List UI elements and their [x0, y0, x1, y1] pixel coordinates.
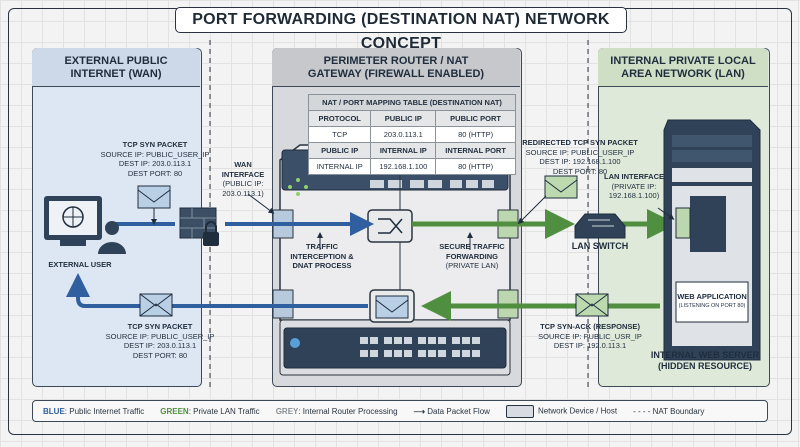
label-line: (PRIVATE LAN): [445, 261, 499, 270]
nat-table-title: NAT / PORT MAPPING TABLE (DESTINATION NA…: [308, 94, 516, 111]
nat-mapping-table: NAT / PORT MAPPING TABLE (DESTINATION NA…: [307, 94, 516, 175]
nat-header-cell: INTERNAL PORT: [435, 142, 516, 159]
arrow-icon: ⟶: [413, 406, 428, 416]
label-title: TCP SYN PACKET: [127, 322, 193, 331]
label-line: 203.0.113.1): [222, 188, 264, 198]
envelope-icon-syn-in: [137, 185, 171, 209]
legend-text: : Private LAN Traffic: [188, 406, 260, 416]
nat-cell: 80 (HTTP): [435, 158, 516, 175]
nat-cell: 203.0.113.1: [370, 126, 437, 143]
legend-flow: ⟶ Data Packet Flow: [414, 407, 490, 416]
label-title: WEB APPLICATION: [677, 292, 747, 301]
computer-icon: [44, 196, 102, 246]
label-title: TCP SYN-ACK (RESPONSE): [540, 322, 640, 331]
legend-boundary: - - - - NAT Boundary: [633, 407, 704, 416]
legend-key: GREEN: [160, 406, 189, 416]
envelope-icon-redirected: [544, 175, 578, 199]
zone-wan-title: EXTERNAL PUBLIC INTERNET (WAN): [64, 55, 168, 80]
label-line: SOURCE IP: PUBLIC_USER_IP: [100, 149, 210, 159]
label-title: WAN INTERFACE: [221, 160, 265, 179]
zone-lan-title: INTERNAL PRIVATE LOCAL AREA NETWORK (LAN…: [610, 55, 756, 80]
label-synack: TCP SYN-ACK (RESPONSE)SOURCE IP: PUBLIC_…: [528, 322, 652, 351]
legend-key: GREY: [275, 406, 299, 416]
label-line: (HIDDEN RESOURCE): [657, 361, 752, 371]
user-icon: [98, 221, 126, 254]
lan-switch-icon: [574, 213, 626, 239]
label-wan-interface: WAN INTERFACE(PUBLIC IP:203.0.113.1): [218, 160, 268, 198]
nat-cell: 80 (HTTP): [435, 126, 516, 143]
label-line: DEST PORT: 80: [132, 350, 188, 360]
label-title: LAN INTERFACE: [604, 172, 664, 181]
legend-text: : Public Internet Traffic: [64, 406, 145, 416]
legend: BLUE: Public Internet Traffic GREEN: Pri…: [32, 400, 768, 422]
label-interception: TRAFFIC INTERCEPTION & DNAT PROCESS: [290, 242, 354, 270]
label-internal-web-server: INTERNAL WEB SERVER(HIDDEN RESOURCE): [640, 350, 770, 372]
label-line: (PUBLIC IP:: [222, 179, 264, 188]
label-line: SOURCE IP: PUBLIC_USR_IP: [538, 331, 642, 341]
zone-router-title: PERIMETER ROUTER / NAT GATEWAY (FIREWALL…: [307, 55, 485, 80]
label-line: DEST PORT: 80: [127, 168, 183, 178]
label-title: INTERNAL WEB SERVER: [650, 350, 760, 360]
nat-header-cell: PROTOCOL: [307, 110, 372, 127]
legend-grey: GREY: Internal Router Processing: [276, 407, 398, 416]
label-external-user: EXTERNAL USER: [48, 260, 112, 269]
legend-text: Network Device / Host: [537, 406, 618, 416]
label-line: (PRIVATE IP:: [611, 181, 657, 191]
label-line: DEST IP: 192.168.1.100: [539, 157, 621, 166]
legend-green: GREEN: Private LAN Traffic: [160, 407, 259, 416]
label-secure-forwarding: SECURE TRAFFIC FORWARDING(PRIVATE LAN): [432, 242, 512, 271]
nat-cell: TCP: [307, 126, 372, 143]
page-title: PORT FORWARDING (DESTINATION NAT) NETWOR…: [175, 7, 627, 52]
legend-device: Network Device / Host: [505, 404, 618, 418]
server-rack-icon: [663, 119, 761, 361]
label-title: SECURE TRAFFIC FORWARDING: [439, 242, 505, 261]
lock-icon: [203, 221, 219, 246]
nat-header-cell: PUBLIC PORT: [435, 110, 516, 127]
legend-blue: BLUE: Public Internet Traffic: [43, 407, 144, 416]
envelope-icon-syn-out: [139, 293, 173, 317]
label-title: REDIRECTED TCP SYN PACKET: [522, 138, 638, 147]
dashed-line-icon: - - - -: [633, 406, 653, 416]
label-line: (LISTENING ON PORT 80): [678, 302, 746, 309]
label-line: SOURCE IP: PUBLIC_USER_IP: [525, 147, 635, 157]
nat-cell: INTERNAL IP: [307, 158, 372, 175]
label-web-application: WEB APPLICATION(LISTENING ON PORT 80): [676, 292, 748, 311]
label-title: TCP SYN PACKET: [122, 140, 188, 149]
legend-text: Data Packet Flow: [427, 406, 490, 416]
nat-header-cell: PUBLIC IP: [307, 142, 372, 159]
legend-text: NAT Boundary: [652, 406, 705, 416]
legend-text: : Internal Router Processing: [298, 406, 398, 416]
envelope-icon-synack: [575, 293, 609, 317]
legend-key: BLUE: [43, 406, 65, 416]
label-line: SOURCE IP: PUBLIC_USER_IP: [105, 331, 215, 341]
device-swatch-icon: [505, 404, 534, 418]
label-lan-interface: LAN INTERFACE(PRIVATE IP:192.168.1.100): [604, 172, 664, 201]
label-line: DEST PORT: 80: [552, 166, 608, 176]
nat-process-icon: [367, 209, 413, 243]
label-lan-switch: LAN SWITCH: [571, 241, 629, 251]
label-line: DEST IP: 192.0.113.1: [553, 341, 627, 350]
nat-header-cell: PUBLIC IP: [370, 110, 437, 127]
label-line: 192.168.1.100): [608, 191, 660, 200]
nat-header-cell: INTERNAL IP: [370, 142, 437, 159]
label-line: DEST IP: 203.0.113.1: [123, 341, 197, 350]
label-line: DEST IP: 203.0.113.1: [118, 159, 192, 168]
nat-cell: 192.168.1.100: [370, 158, 437, 175]
